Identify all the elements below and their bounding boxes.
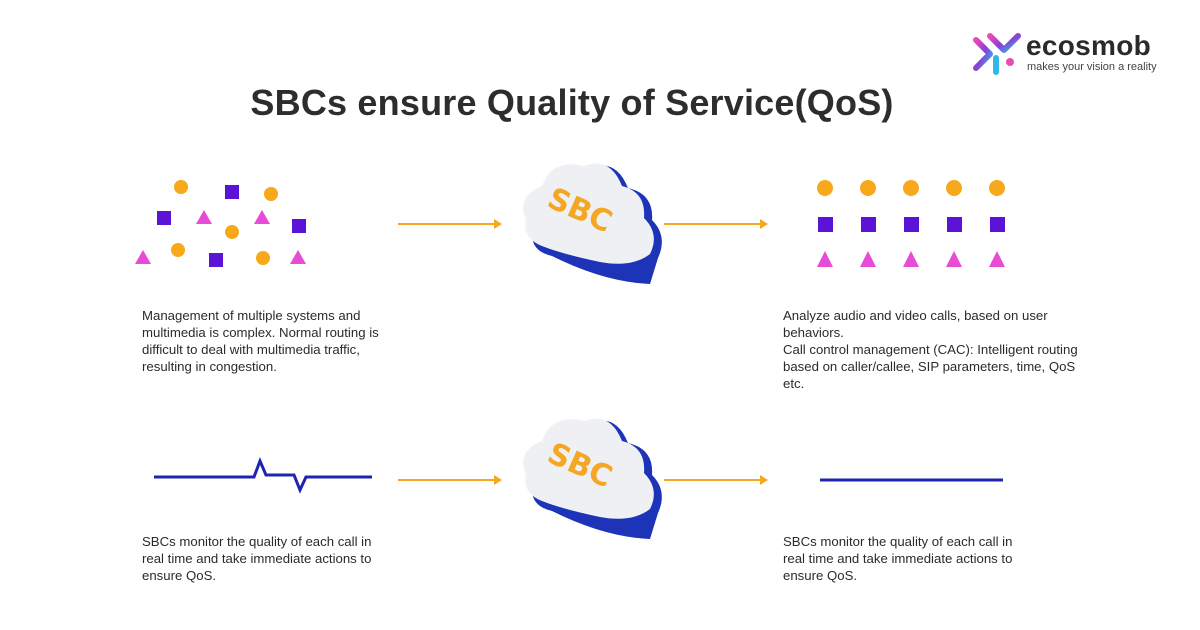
scattered-traffic-graphic — [135, 180, 306, 267]
shape-circle — [171, 243, 185, 257]
page-title: SBCs ensure Quality of Service(QoS) — [250, 82, 894, 123]
shape-triangle — [196, 210, 212, 224]
shape-square — [904, 217, 919, 232]
row2-left-description: SBCs monitor the quality of each call in… — [142, 534, 372, 583]
shape-circle — [817, 180, 833, 196]
arrow-right-icon — [398, 475, 502, 485]
shape-circle — [989, 180, 1005, 196]
shape-triangle — [903, 251, 919, 267]
shape-circle — [903, 180, 919, 196]
ecosmob-logo-icon — [973, 33, 1021, 75]
shape-triangle — [946, 251, 962, 267]
sbc-cloud-icon: SBC — [523, 163, 662, 284]
row1-right-description: Analyze audio and video calls, based on … — [783, 308, 1078, 391]
shape-triangle — [254, 210, 270, 224]
company-logo[interactable]: ecosmob makes your vision a reality — [970, 28, 1180, 78]
logo-tagline: makes your vision a reality — [1027, 61, 1157, 73]
shape-circle — [264, 187, 278, 201]
shape-circle — [256, 251, 270, 265]
shape-circle — [946, 180, 962, 196]
shape-square — [209, 253, 223, 267]
logo-wordmark: ecosmob — [1026, 30, 1152, 61]
shape-square — [947, 217, 962, 232]
row1-left-description: Management of multiple systems and multi… — [142, 308, 379, 374]
shape-square — [157, 211, 171, 225]
shape-circle — [860, 180, 876, 196]
ordered-traffic-graphic — [817, 180, 1005, 267]
shape-circle — [225, 225, 239, 239]
arrow-right-icon — [398, 219, 502, 229]
shape-triangle — [290, 250, 306, 264]
sbc-cloud-icon: SBC — [523, 418, 662, 539]
shape-triangle — [817, 251, 833, 267]
shape-square — [818, 217, 833, 232]
shape-circle — [174, 180, 188, 194]
shape-triangle — [860, 251, 876, 267]
arrow-right-icon — [664, 475, 768, 485]
shape-square — [292, 219, 306, 233]
shape-triangle — [135, 250, 151, 264]
shape-square — [990, 217, 1005, 232]
shape-square — [225, 185, 239, 199]
clean-signal-line — [820, 478, 1003, 482]
shape-triangle — [989, 251, 1005, 267]
arrow-right-icon — [664, 219, 768, 229]
jitter-signal-line — [154, 456, 372, 494]
row2-right-description: SBCs monitor the quality of each call in… — [783, 534, 1013, 583]
shape-square — [861, 217, 876, 232]
